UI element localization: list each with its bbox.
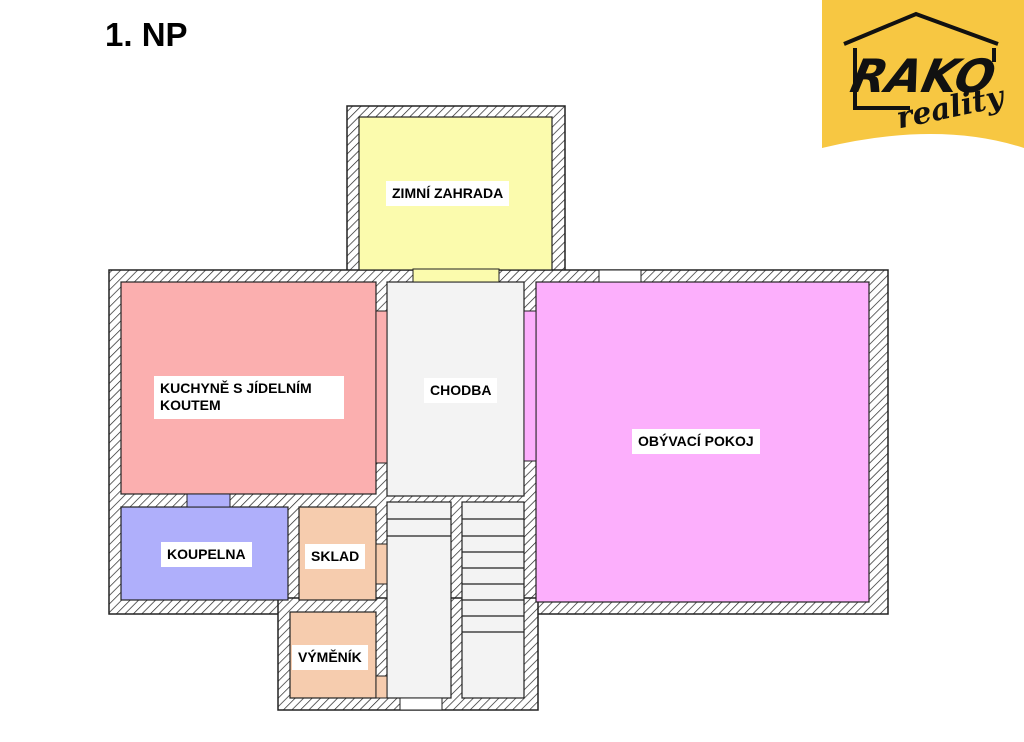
window-bottom (399, 697, 443, 711)
label-obyvaci-pokoj-text: OBÝVACÍ POKOJ (638, 433, 754, 449)
logo-brand-text: RAKO (846, 49, 1000, 102)
window-obyvaci-pokoj (598, 269, 642, 283)
label-sklad: SKLAD (305, 544, 366, 569)
label-kuchyne-line1: KUCHYNĚ S JÍDELNÍM (160, 380, 312, 396)
door-kuchyne-chodba (375, 310, 388, 464)
rako-reality-logo: RAKO reality (822, 0, 1024, 148)
label-koupelna: KOUPELNA (161, 542, 252, 567)
label-vymenik: VÝMĚNÍK (292, 645, 368, 670)
label-vymenik-text: VÝMĚNÍK (298, 649, 362, 665)
label-obyvaci-pokoj: OBÝVACÍ POKOJ (632, 429, 760, 454)
stair-treads (387, 518, 524, 633)
floor-title: 1. NP (105, 16, 188, 53)
label-kuchyne-line2: KOUTEM (160, 397, 221, 413)
label-zimni-zahrada: ZIMNÍ ZAHRADA (386, 181, 510, 206)
door-vymenik (375, 675, 388, 699)
label-sklad-text: SKLAD (311, 548, 360, 564)
room-koupelna (120, 506, 289, 601)
door-zahrada-chodba (412, 268, 500, 283)
door-chodba-obyvaci (523, 310, 537, 462)
label-chodba: CHODBA (424, 378, 498, 403)
label-koupelna-text: KOUPELNA (167, 546, 246, 562)
label-zimni-zahrada-text: ZIMNÍ ZAHRADA (392, 185, 504, 201)
door-sklad (375, 543, 388, 585)
label-chodba-text: CHODBA (430, 382, 492, 398)
house-outline-icon (843, 11, 999, 110)
label-kuchyne: KUCHYNĚ S JÍDELNÍM KOUTEM (154, 376, 344, 419)
stair-left-run (386, 501, 452, 699)
openings (186, 268, 642, 711)
door-koupelna (186, 493, 231, 508)
